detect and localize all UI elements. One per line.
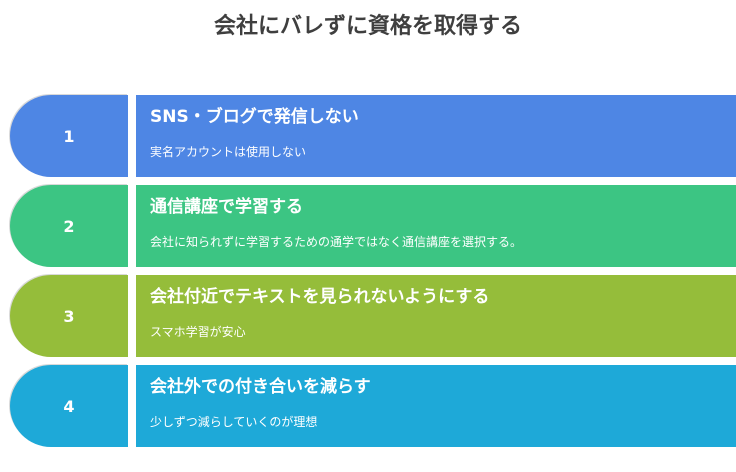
step-number-2: 2 [10,185,128,267]
step-title-2: 通信講座で学習する [150,197,303,217]
step-number-4: 4 [10,365,128,447]
step-number-3: 3 [10,275,128,357]
step-title-4: 会社外での付き合いを減らす [150,377,371,397]
step-row-3: 3 会社付近でテキストを見られないようにする スマホ学習が安心 [0,275,736,357]
step-card-1: SNS・ブログで発信しない 実名アカウントは使用しない [136,95,736,177]
step-title-3: 会社付近でテキストを見られないようにする [150,287,490,307]
step-description-2: 会社に知られずに学習するための通学ではなく通信講座を選択する。 [150,235,523,249]
step-title-1: SNS・ブログで発信しない [150,107,359,127]
step-description-1: 実名アカウントは使用しない [150,145,307,159]
step-description-4: 少しずつ減らしていくのが理想 [150,415,318,429]
step-list: 1 SNS・ブログで発信しない 実名アカウントは使用しない 2 通信講座で学習す… [0,95,736,455]
step-card-4: 会社外での付き合いを減らす 少しずつ減らしていくのが理想 [136,365,736,447]
step-card-2: 通信講座で学習する 会社に知られずに学習するための通学ではなく通信講座を選択する… [136,185,736,267]
step-card-3: 会社付近でテキストを見られないようにする スマホ学習が安心 [136,275,736,357]
step-description-3: スマホ学習が安心 [150,325,246,339]
step-number-1: 1 [10,95,128,177]
step-row-4: 4 会社外での付き合いを減らす 少しずつ減らしていくのが理想 [0,365,736,447]
page-title: 会社にバレずに資格を取得する [213,14,522,39]
step-row-1: 1 SNS・ブログで発信しない 実名アカウントは使用しない [0,95,736,177]
step-row-2: 2 通信講座で学習する 会社に知られずに学習するための通学ではなく通信講座を選択… [0,185,736,267]
